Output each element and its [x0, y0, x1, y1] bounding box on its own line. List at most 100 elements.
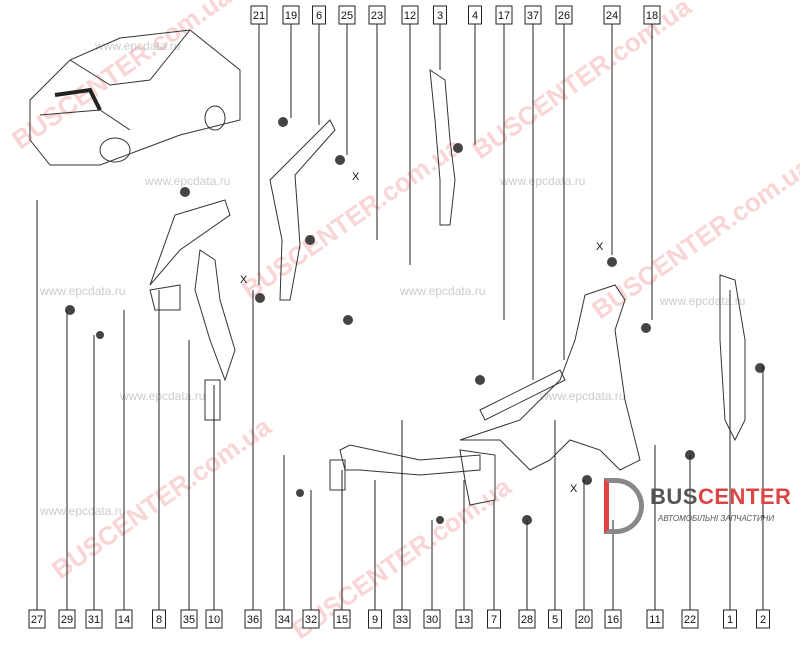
callout-23: 23: [368, 5, 386, 25]
callout-37: 37: [524, 5, 542, 25]
callout-number: 3: [437, 10, 443, 22]
callout-20: 20: [575, 609, 593, 629]
cross-mark: X: [240, 274, 248, 286]
callout-11: 11: [646, 609, 664, 629]
watermark: www.epcdata.ru: [39, 504, 125, 518]
callout-8: 8: [152, 609, 166, 629]
callout-number: 23: [371, 10, 383, 22]
callout-number: 32: [305, 614, 317, 626]
callout-29: 29: [58, 609, 76, 629]
callout-13: 13: [455, 609, 473, 629]
callout-4: 4: [468, 5, 482, 25]
callout-34: 34: [275, 609, 293, 629]
fender-main: [459, 274, 746, 471]
callout-19: 19: [282, 5, 300, 25]
car-illustration: [29, 29, 241, 166]
watermark: BUSCENTER.com.ua: [46, 411, 277, 585]
callout-number: 36: [247, 614, 259, 626]
callout-26: 26: [555, 5, 573, 25]
callout-number: 28: [521, 614, 533, 626]
brand-name: BUSCENTER: [650, 484, 792, 509]
callout-31: 31: [85, 609, 103, 629]
callout-16: 16: [604, 609, 622, 629]
callout-17: 17: [495, 5, 513, 25]
callout-number: 31: [88, 614, 100, 626]
callout-number: 37: [527, 10, 539, 22]
callout-number: 22: [684, 614, 696, 626]
callout-number: 34: [278, 614, 290, 626]
callout-number: 9: [372, 614, 378, 626]
callout-number: 30: [426, 614, 438, 626]
callout-number: 17: [498, 10, 510, 22]
watermark: www.epcdata.ru: [539, 389, 625, 403]
callout-6: 6: [312, 5, 326, 25]
brand-tagline: АВТОМОБІЛЬНІ ЗАПЧАСТИНИ: [658, 514, 775, 523]
callout-33: 33: [393, 609, 411, 629]
callout-7: 7: [487, 609, 501, 629]
callout-15: 15: [333, 609, 351, 629]
callout-3: 3: [433, 5, 447, 25]
callout-14: 14: [115, 609, 133, 629]
callout-18: 18: [643, 5, 661, 25]
watermark: BUSCENTER.com.ua: [236, 131, 467, 305]
cross-mark: X: [596, 241, 604, 253]
callout-32: 32: [302, 609, 320, 629]
callout-1: 1: [723, 609, 737, 629]
callout-number: 12: [404, 10, 416, 22]
watermark: www.epcdata.ru: [499, 174, 585, 188]
callout-number: 29: [61, 614, 73, 626]
callout-28: 28: [518, 609, 536, 629]
watermark: www.epcdata.ru: [119, 389, 205, 403]
callout-number: 14: [118, 614, 130, 626]
watermark: BUSCENTER.com.ua: [6, 0, 237, 155]
callout-30: 30: [423, 609, 441, 629]
cross-mark: X: [570, 483, 578, 495]
callout-27: 27: [28, 609, 46, 629]
watermark: www.epcdata.ru: [399, 284, 485, 298]
fender-left-upper: [149, 68, 456, 382]
callout-number: 10: [208, 614, 220, 626]
callout-35: 35: [180, 609, 198, 629]
callout-number: 4: [472, 10, 478, 22]
watermark: www.epcdata.ru: [39, 284, 125, 298]
callout-number: 1: [727, 614, 733, 626]
callout-number: 25: [341, 10, 353, 22]
callout-number: 26: [558, 10, 570, 22]
callout-21: 21: [250, 5, 268, 25]
callout-number: 24: [606, 10, 618, 22]
callout-2: 2: [756, 609, 770, 629]
callout-number: 11: [649, 614, 660, 626]
callout-number: 20: [578, 614, 590, 626]
callout-number: 21: [253, 10, 265, 22]
watermarks: BUSCENTER.com.ua BUSCENTER.com.ua BUSCEN…: [6, 0, 800, 645]
callout-number: 27: [31, 614, 43, 626]
callout-36: 36: [244, 609, 262, 629]
callout-number: 7: [491, 614, 497, 626]
brand-logo-mark: [604, 478, 644, 534]
brand-logo: BUSCENTER АВТОМОБІЛЬНІ ЗАПЧАСТИНИ: [600, 478, 800, 548]
leader-lines: [36, 24, 764, 610]
cross-marks: X X X X: [240, 171, 604, 495]
watermark: www.epcdata.ru: [94, 39, 180, 53]
brackets: [149, 284, 496, 506]
callout-number: 18: [646, 10, 658, 22]
callout-number: 13: [458, 614, 470, 626]
callout-12: 12: [401, 5, 419, 25]
callout-22: 22: [681, 609, 699, 629]
callout-number: 35: [183, 614, 195, 626]
cross-mark: X: [352, 171, 360, 183]
callout-number: 2: [760, 614, 766, 626]
callout-9: 9: [368, 609, 382, 629]
callout-10: 10: [205, 609, 223, 629]
callout-25: 25: [338, 5, 356, 25]
callout-number: 16: [607, 614, 619, 626]
callout-24: 24: [603, 5, 621, 25]
watermark: www.epcdata.ru: [659, 294, 745, 308]
callout-5: 5: [548, 609, 562, 629]
callout-number: 5: [552, 614, 558, 626]
callout-number: 6: [316, 10, 322, 22]
watermark: BUSCENTER.com.ua: [466, 0, 697, 165]
